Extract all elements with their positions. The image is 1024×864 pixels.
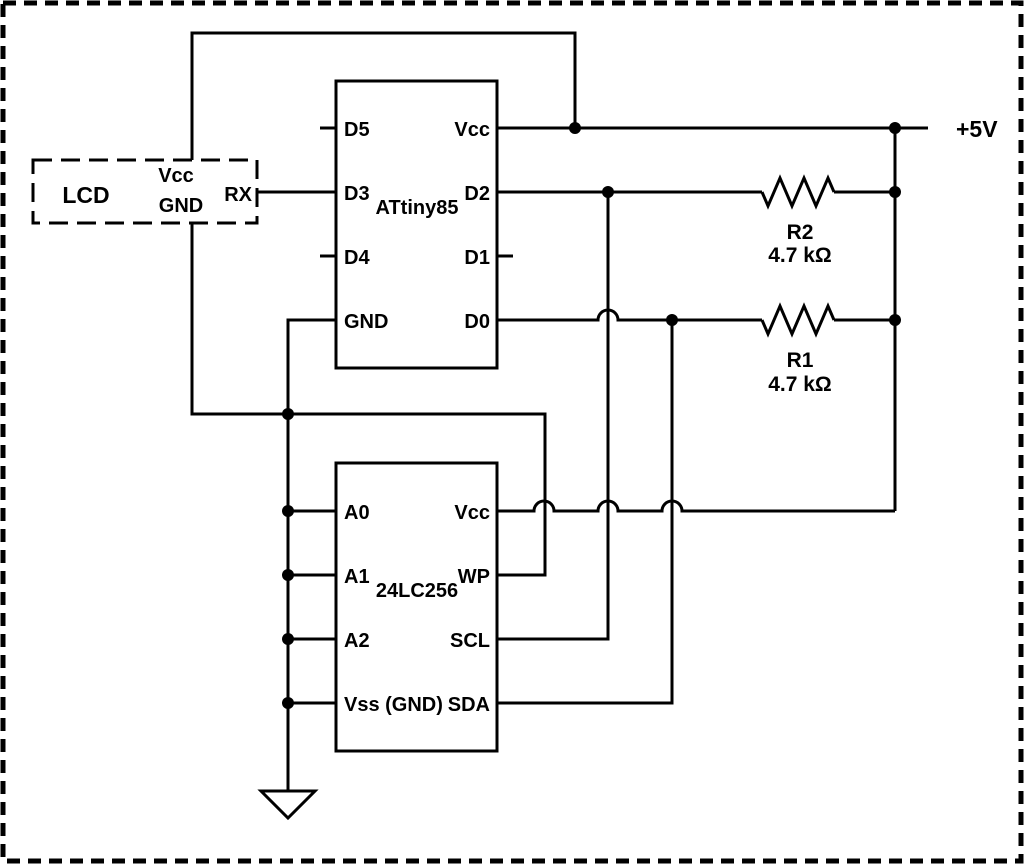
resistor-r1-name-label: R1 (787, 349, 814, 372)
wire-attiny-gnd (286, 318, 336, 414)
wire-d0-to-r1-with-hop (497, 308, 762, 322)
resistor-r1-value-label: 4.7 kΩ (768, 373, 832, 396)
mcu-pin-d4-label: D4 (344, 247, 370, 269)
eeprom-pin-vcc-label: Vcc (454, 502, 490, 524)
mcu-pin-gnd-label: GND (344, 311, 388, 333)
wire-sda-to-d0 (497, 320, 674, 705)
lcd-pin-rx-label: RX (224, 184, 252, 206)
junction-dots (282, 122, 901, 709)
eeprom-pin-vss-label: Vss (GND) (344, 694, 443, 716)
eeprom-pin-a2-label: A2 (344, 630, 370, 652)
wires (190, 31, 928, 821)
mcu-pin-d1-label: D1 (464, 247, 490, 269)
junction-d2-scl (602, 186, 614, 198)
resistor-r1-symbol (760, 302, 836, 338)
eeprom-pin-scl-label: SCL (450, 630, 490, 652)
junction-gnd-a2 (282, 633, 294, 645)
junction-r2-5v (889, 186, 901, 198)
mcu-pin-d3-label: D3 (344, 183, 370, 205)
lcd-name-label: LCD (62, 182, 109, 208)
eeprom-pin-wp-label: WP (458, 566, 490, 588)
mcu-pin-vcc-label: Vcc (454, 119, 490, 141)
junction-5v-right (889, 122, 901, 134)
wire-lcd-gnd-to-wp (190, 223, 547, 577)
power-rail-label: +5V (956, 116, 998, 142)
eeprom-pin-a1-label: A1 (344, 566, 370, 588)
ground-symbol (257, 789, 319, 821)
eeprom-body (334, 461, 499, 753)
mcu-pin-d2-label: D2 (464, 183, 490, 205)
junction-d0-sda (666, 314, 678, 326)
mcu-pin-d0-label: D0 (464, 311, 490, 333)
resistor-r2-symbol (760, 174, 836, 210)
resistor-r2-name-label: R2 (787, 221, 814, 244)
junction-gnd-a0 (282, 505, 294, 517)
junction-gnd-vss (282, 697, 294, 709)
eeprom-name-label: 24LC256 (376, 580, 458, 602)
eeprom-pin-a0-label: A0 (344, 502, 370, 524)
junction-gnd-main (282, 408, 294, 420)
mcu-name-label: ATtiny85 (376, 197, 459, 219)
lcd-body (31, 158, 259, 225)
wire-eeprom-vcc-with-hops (497, 499, 895, 513)
resistor-r2-value-label: 4.7 kΩ (768, 244, 832, 267)
junction-gnd-a1 (282, 569, 294, 581)
junction-5v-top (569, 122, 581, 134)
lcd-pin-vcc-label: Vcc (158, 165, 194, 187)
wire-lcd-vcc-to-5v-rail (190, 31, 577, 160)
wire-scl-to-d2 (497, 192, 610, 641)
mcu-pin-d5-label: D5 (344, 119, 370, 141)
lcd-pin-gnd-label: GND (159, 195, 203, 217)
eeprom-pin-sda-label: SDA (448, 694, 490, 716)
mcu-body (334, 79, 499, 370)
junction-r1-5v (889, 314, 901, 326)
